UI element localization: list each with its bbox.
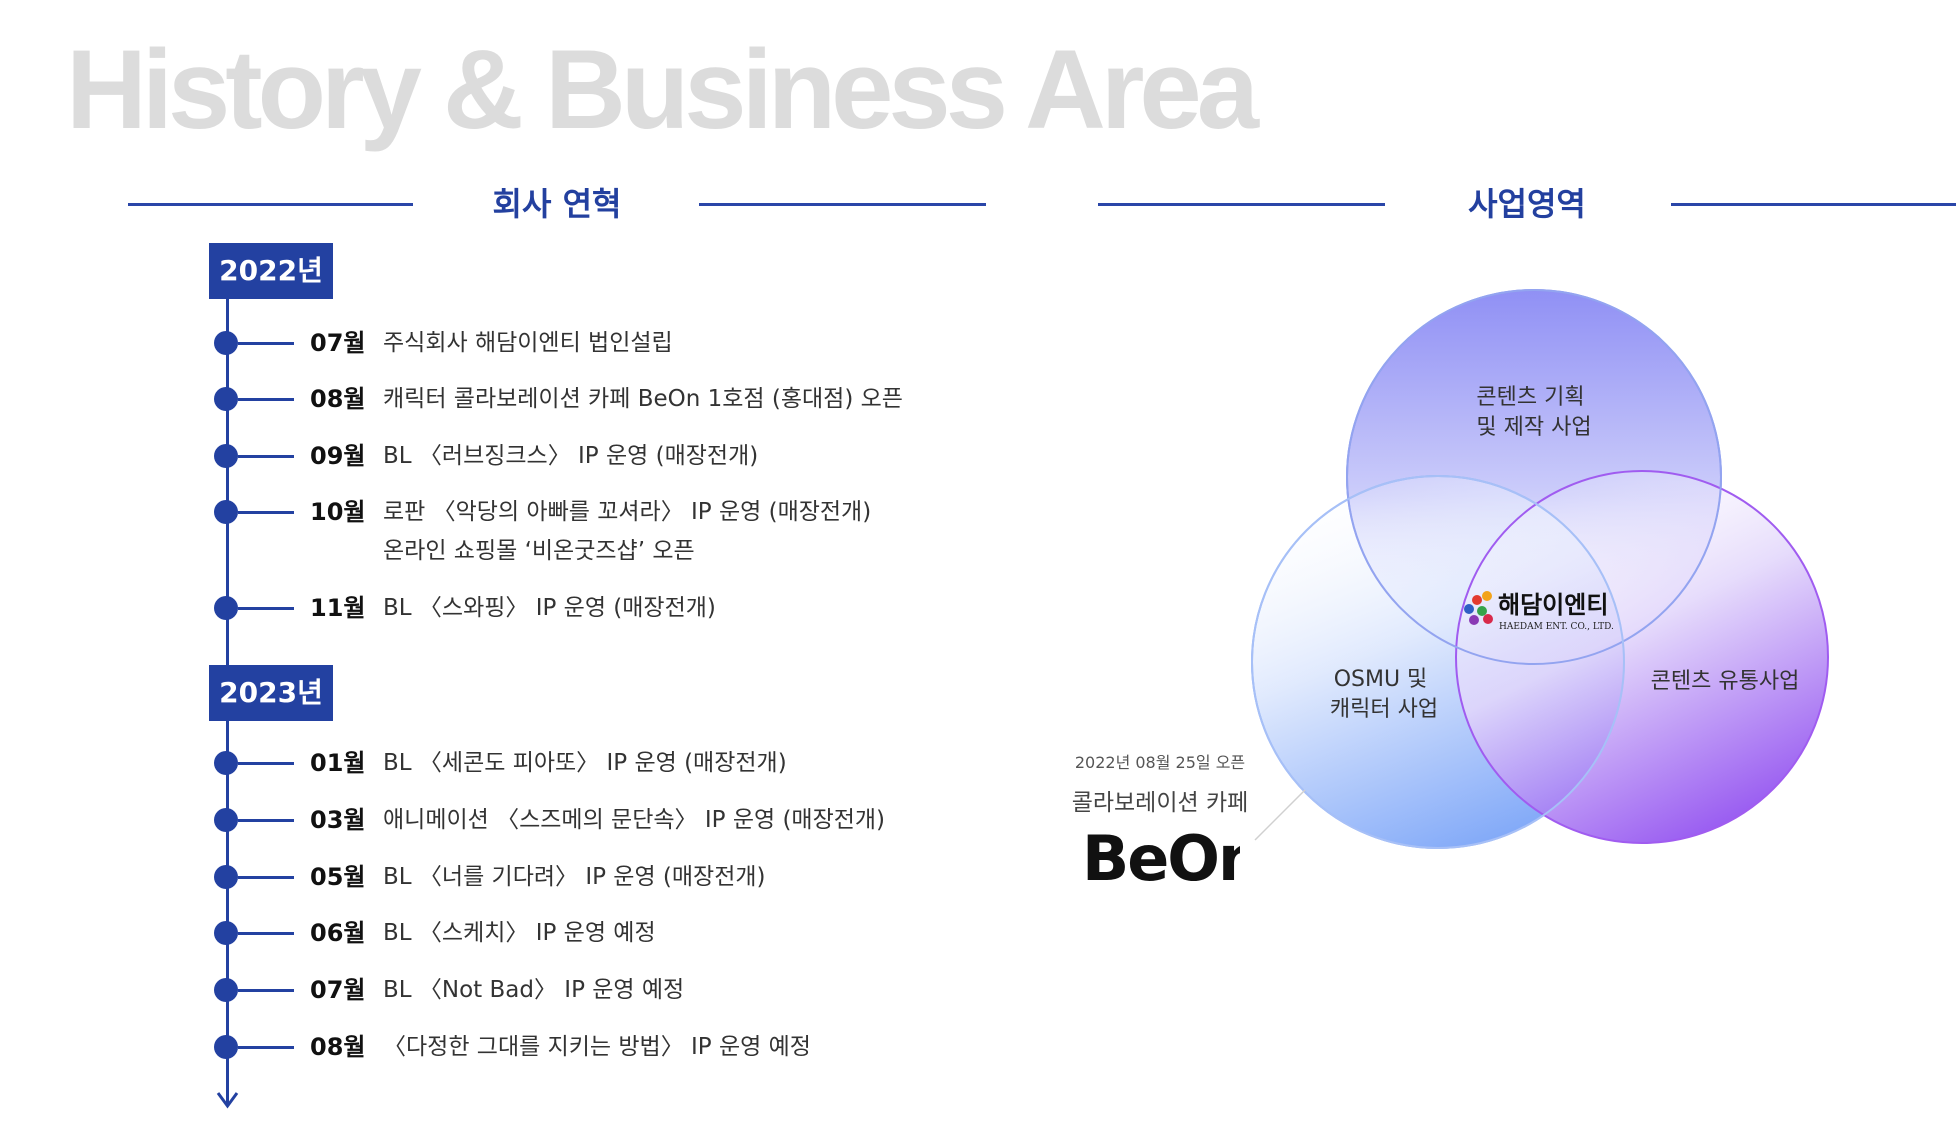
entry-text: 애니메이션 〈스즈메의 문단속〉 IP 운영 (매장전개) bbox=[383, 807, 886, 833]
entry-text: 로판 〈악당의 아빠를 꼬셔라〉 IP 운영 (매장전개) bbox=[383, 499, 872, 525]
venn-top-line2: 및 제작 사업 bbox=[1476, 415, 1591, 440]
venn-label-right: 콘텐츠 유통사업 bbox=[1651, 669, 1800, 694]
entry-month: 08월 bbox=[310, 1033, 366, 1061]
entry-month: 07월 bbox=[310, 976, 366, 1004]
year-badge-2023: 2023년 bbox=[209, 665, 333, 721]
venn-left-line2: 캐릭터 사업 bbox=[1330, 697, 1438, 722]
entry-month: 05월 bbox=[310, 863, 366, 891]
entry-text: 온라인 쇼핑몰 ‘비온굿즈샵’ 오픈 bbox=[383, 538, 695, 564]
entry-text: BL 〈스와핑〉 IP 운영 (매장전개) bbox=[383, 595, 716, 621]
haedam-logo-sub: HAEDAM ENT. CO., LTD. bbox=[1499, 622, 1614, 632]
haedam-logo: 해담이엔티 HAEDAM ENT. CO., LTD. bbox=[1464, 591, 1614, 632]
beon-open-date: 2022년 08월 25일 오픈 bbox=[1074, 753, 1246, 772]
timeline-dot bbox=[214, 751, 238, 775]
entry-month: 09월 bbox=[310, 442, 366, 470]
year-badge-2022: 2022년 bbox=[209, 243, 333, 299]
timeline-dot bbox=[214, 978, 238, 1002]
business-venn-diagram: 콘텐츠 기획 및 제작 사업 OSMU 및 캐릭터 사업 콘텐츠 유통사업 해담… bbox=[1251, 289, 1829, 849]
timeline-dot bbox=[214, 865, 238, 889]
haedam-logo-text: 해담이엔티 bbox=[1498, 591, 1608, 619]
entry-text: 〈다정한 그대를 지키는 방법〉 IP 운영 예정 bbox=[383, 1034, 811, 1060]
venn-label-top: 콘텐츠 기획 및 제작 사업 bbox=[1476, 385, 1591, 440]
timeline-dot bbox=[214, 387, 238, 411]
timeline-dot bbox=[214, 500, 238, 524]
history-heading-label: 회사 연혁 bbox=[492, 185, 622, 223]
entry-text: BL 〈너를 기다려〉 IP 운영 (매장전개) bbox=[383, 864, 766, 890]
timeline-dot bbox=[214, 596, 238, 620]
entry-text: 주식회사 해담이엔티 법인설립 bbox=[383, 330, 673, 356]
timeline-dot bbox=[214, 1035, 238, 1059]
timeline-dot bbox=[214, 921, 238, 945]
entry-text: BL 〈세콘도 피아또〉 IP 운영 (매장전개) bbox=[383, 750, 787, 776]
timeline-dot bbox=[214, 331, 238, 355]
entry-text: BL 〈Not Bad〉 IP 운영 예정 bbox=[383, 977, 685, 1003]
flower-icon bbox=[1464, 591, 1493, 625]
timeline-dot bbox=[214, 808, 238, 832]
venn-top-line1: 콘텐츠 기획 bbox=[1476, 385, 1584, 410]
entry-month: 06월 bbox=[310, 919, 366, 947]
page-title: History & Business Area bbox=[66, 27, 1259, 152]
beon-logo-text: BeOn bbox=[1082, 826, 1240, 892]
arrow-down-icon bbox=[216, 1092, 239, 1109]
entry-month: 08월 bbox=[310, 385, 366, 413]
venn-left-line1: OSMU 및 bbox=[1334, 667, 1428, 692]
beon-logo: BeOn bbox=[1082, 826, 1240, 892]
entry-text: BL 〈스케치〉 IP 운영 예정 bbox=[383, 920, 656, 946]
history-heading: 회사 연혁 bbox=[128, 181, 986, 227]
entry-month: 10월 bbox=[310, 498, 366, 526]
entry-month: 03월 bbox=[310, 806, 366, 834]
venn-circle-right bbox=[1455, 470, 1829, 844]
venn-label-left: OSMU 및 캐릭터 사업 bbox=[1330, 667, 1438, 722]
business-heading-label: 사업영역 bbox=[1468, 185, 1586, 223]
entry-month: 01월 bbox=[310, 749, 366, 777]
entry-text: 캐릭터 콜라보레이션 카페 BeOn 1호점 (홍대점) 오픈 bbox=[383, 386, 903, 412]
beon-subtitle: 콜라보레이션 카페 bbox=[1071, 790, 1249, 816]
entry-month: 11월 bbox=[310, 594, 366, 622]
business-heading: 사업영역 bbox=[1098, 181, 1956, 227]
timeline-dot bbox=[214, 444, 238, 468]
entry-text: BL 〈러브징크스〉 IP 운영 (매장전개) bbox=[383, 443, 759, 469]
entry-month: 07월 bbox=[310, 329, 366, 357]
beon-cafe-note: 2022년 08월 25일 오픈 콜라보레이션 카페 BeOn bbox=[1040, 752, 1280, 892]
